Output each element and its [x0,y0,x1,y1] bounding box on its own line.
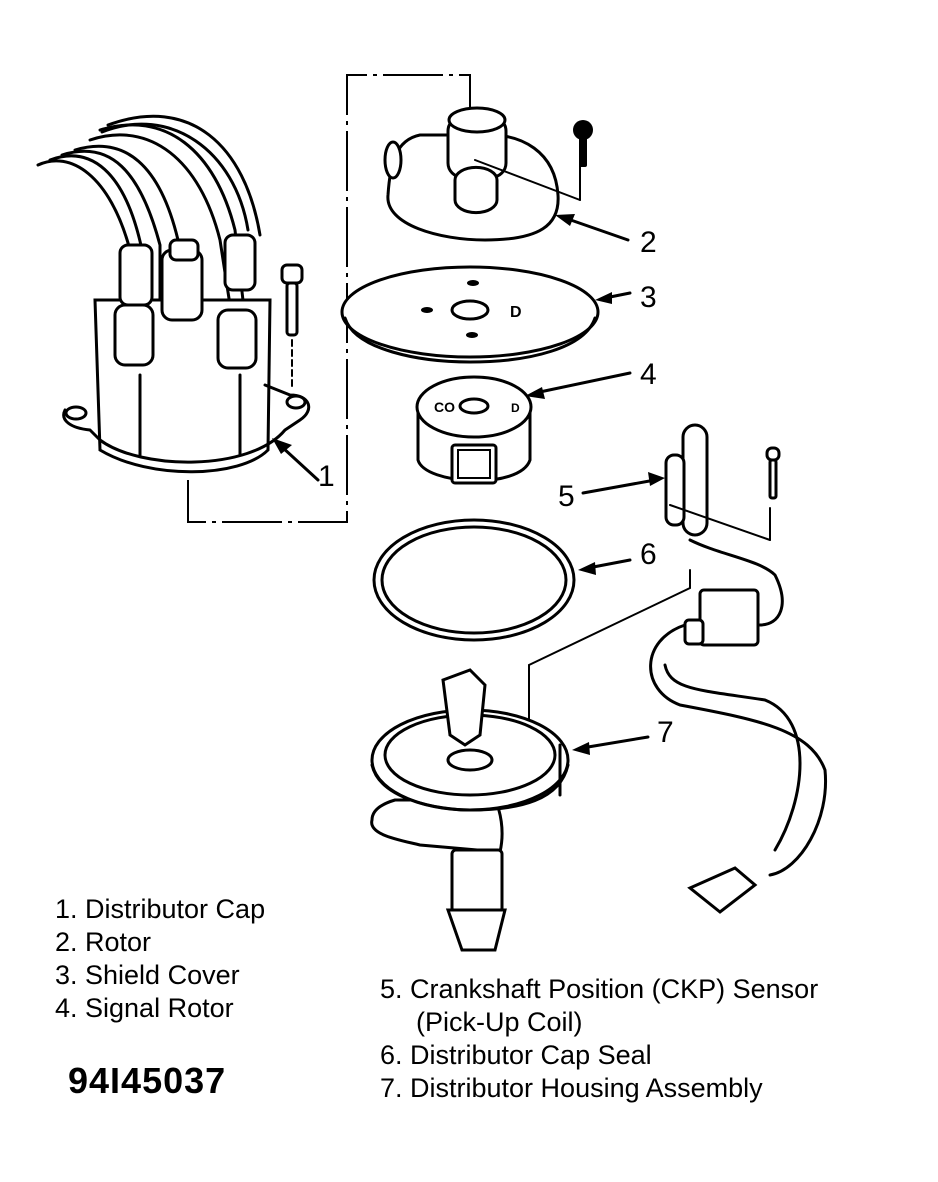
svg-text:D: D [511,401,520,415]
callout-number-6: 6 [640,538,657,571]
cap-seal-drawing [372,518,576,642]
callout-number-3: 3 [640,281,657,314]
leader-4 [533,371,632,395]
leader-2 [563,216,630,242]
legend-item-2: 2. Rotor [55,927,152,957]
leader-5 [581,478,657,495]
callout-number-5: 5 [558,480,575,513]
legend-item-5: 5. Crankshaft Position (CKP) Sensor [380,974,819,1004]
svg-text:CO: CO [434,399,455,415]
leader-1 [280,445,320,482]
callout-number-7: 7 [657,716,674,749]
shield-cover-drawing: D [340,265,600,364]
callout-number-1: 1 [318,460,335,493]
svg-text:D: D [510,304,522,321]
legend-right: 5. Crankshaft Position (CKP) Sensor (Pic… [380,973,818,1105]
legend-item-7: 7. Distributor Housing Assembly [380,1073,763,1103]
leader-7 [580,735,650,750]
callout-number-2: 2 [640,226,657,259]
callout-leaders [272,214,665,755]
legend-item-3: 3. Shield Cover [55,960,240,990]
rotor-drawing [383,106,593,242]
distributor-housing-drawing [370,569,691,952]
distributor-cap-drawing [36,114,311,474]
callout-number-4: 4 [640,358,657,391]
legend-item-5-subtitle: (Pick-Up Coil) [416,1007,583,1037]
legend-item-6: 6. Distributor Cap Seal [380,1040,652,1070]
figure-id: 94I45037 [68,1060,227,1101]
legend-item-4: 4. Signal Rotor [55,993,234,1023]
legend-item-1: 1. Distributor Cap [55,894,266,924]
ckp-sensor-drawing [649,423,828,914]
legend-left: 1. Distributor Cap 2. Rotor 3. Shield Co… [55,893,265,1025]
signal-rotor-drawing: CO D [415,375,533,485]
